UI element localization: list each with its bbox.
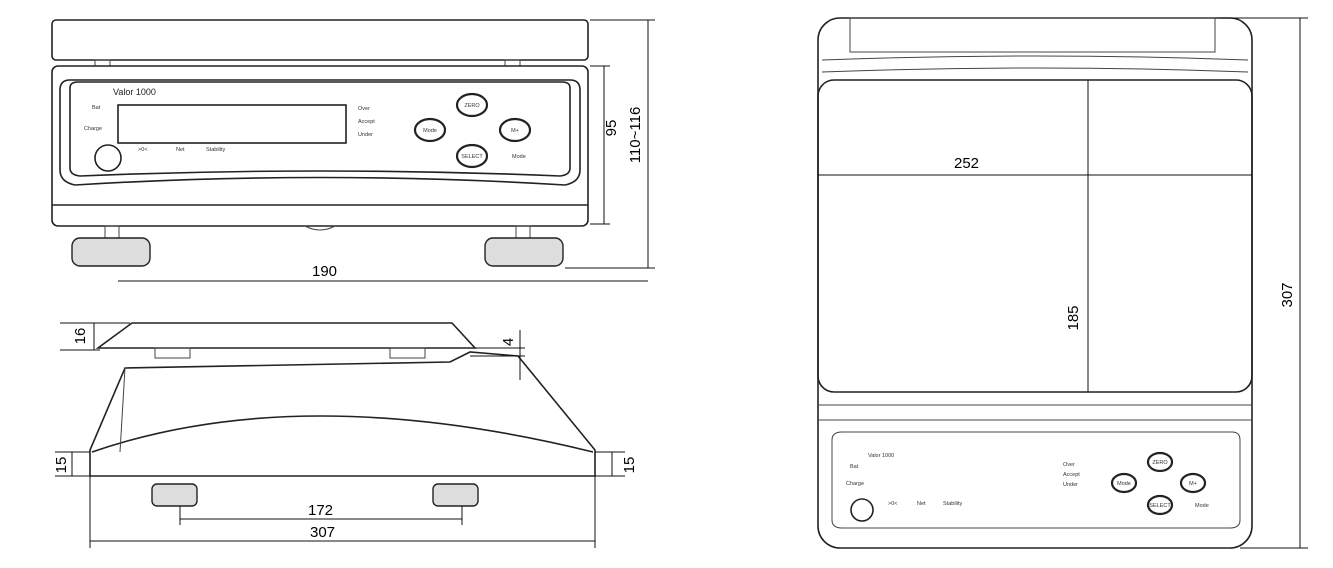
stability-label: Stability: [206, 147, 226, 153]
leveling-foot-right: [484, 237, 564, 267]
foot-stem: [104, 225, 120, 239]
svg-text:Mode: Mode: [1117, 481, 1131, 487]
dim-platform-height: 16: [72, 328, 89, 345]
svg-text:Mode: Mode: [423, 128, 437, 134]
top-platform: [817, 79, 1253, 393]
scale-body: [51, 65, 589, 227]
top-back-strip: [849, 17, 1216, 53]
top-front-panel: [831, 431, 1241, 529]
top-mode-side-label: Mode: [1195, 503, 1209, 509]
svg-text:ZERO: ZERO: [464, 103, 480, 109]
top-model-label: Valor 1000: [868, 453, 894, 459]
under-label: Under: [358, 132, 373, 138]
mode-button[interactable]: Mode: [413, 117, 447, 143]
top-under-label: Under: [1063, 482, 1078, 488]
top-over-label: Over: [1063, 462, 1075, 468]
top-outline: [817, 17, 1253, 549]
side-body: [89, 351, 596, 477]
charge-label: Charge: [84, 126, 102, 132]
zero-button[interactable]: ZERO: [455, 92, 489, 118]
select-button[interactable]: SELECT: [455, 143, 489, 169]
side-curve: [91, 415, 594, 453]
top-charge-label: Charge: [846, 481, 864, 487]
pan-support: [504, 59, 521, 67]
dim-width: 190: [312, 263, 337, 280]
side-pan: [95, 322, 477, 349]
top-accept-label: Accept: [1063, 472, 1080, 478]
accept-label: Accept: [358, 119, 375, 125]
top-mplus-button[interactable]: M+: [1179, 472, 1207, 494]
dim-platform-depth: 185: [1065, 305, 1082, 330]
display-window: [117, 104, 347, 144]
front-view: Valor 1000 Bat Charge Over Accept Under …: [51, 19, 655, 282]
side-foot-right: [432, 483, 479, 507]
top-bat-label: Bat: [850, 464, 859, 470]
svg-text:M+: M+: [1189, 481, 1197, 487]
leveling-foot-left: [71, 237, 151, 267]
dim-gap: 4: [500, 338, 517, 346]
top-mode-button[interactable]: Mode: [1110, 472, 1138, 494]
svg-text:M+: M+: [511, 128, 519, 134]
svg-text:SELECT: SELECT: [461, 154, 483, 160]
model-label: Valor 1000: [113, 87, 156, 97]
top-select-button[interactable]: SELECT: [1146, 494, 1174, 516]
svg-text:SELECT: SELECT: [1149, 503, 1171, 509]
top-view: Valor 1000 Bat Charge Over Accept Under …: [817, 17, 1308, 549]
front-panel-outer: [59, 79, 581, 186]
dim-depth: 307: [310, 524, 335, 541]
svg-text:ZERO: ZERO: [1152, 460, 1168, 466]
center-foot: [304, 225, 336, 231]
mplus-button[interactable]: M+: [498, 117, 532, 143]
over-label: Over: [358, 106, 370, 112]
top-zero-indicator: >0<: [888, 501, 897, 507]
weighing-pan: [51, 19, 589, 61]
dim-total-height: 110~116: [627, 107, 644, 164]
top-net-label: Net: [917, 501, 926, 507]
power-button[interactable]: [94, 144, 122, 172]
foot-stem: [515, 225, 531, 239]
zero-indicator-label: >0<: [138, 147, 147, 153]
dim-body-height: 95: [603, 120, 620, 137]
net-label: Net: [176, 147, 185, 153]
top-stability-label: Stability: [943, 501, 963, 507]
side-foot-left: [151, 483, 198, 507]
top-zero-button[interactable]: ZERO: [1146, 451, 1174, 473]
bat-label: Bat: [92, 105, 101, 111]
pan-support: [94, 59, 111, 67]
top-power-button[interactable]: [850, 498, 874, 522]
dim-feet-spacing: 172: [308, 502, 333, 519]
dim-platform-width: 252: [954, 155, 979, 172]
dim-left-base: 15: [53, 457, 70, 474]
dim-right-base: 15: [621, 457, 638, 474]
front-panel: [69, 81, 571, 177]
side-view: 16 4 15 15 172 307: [53, 322, 638, 548]
dim-top-depth: 307: [1279, 282, 1296, 307]
mode-side-label: Mode: [512, 154, 526, 160]
